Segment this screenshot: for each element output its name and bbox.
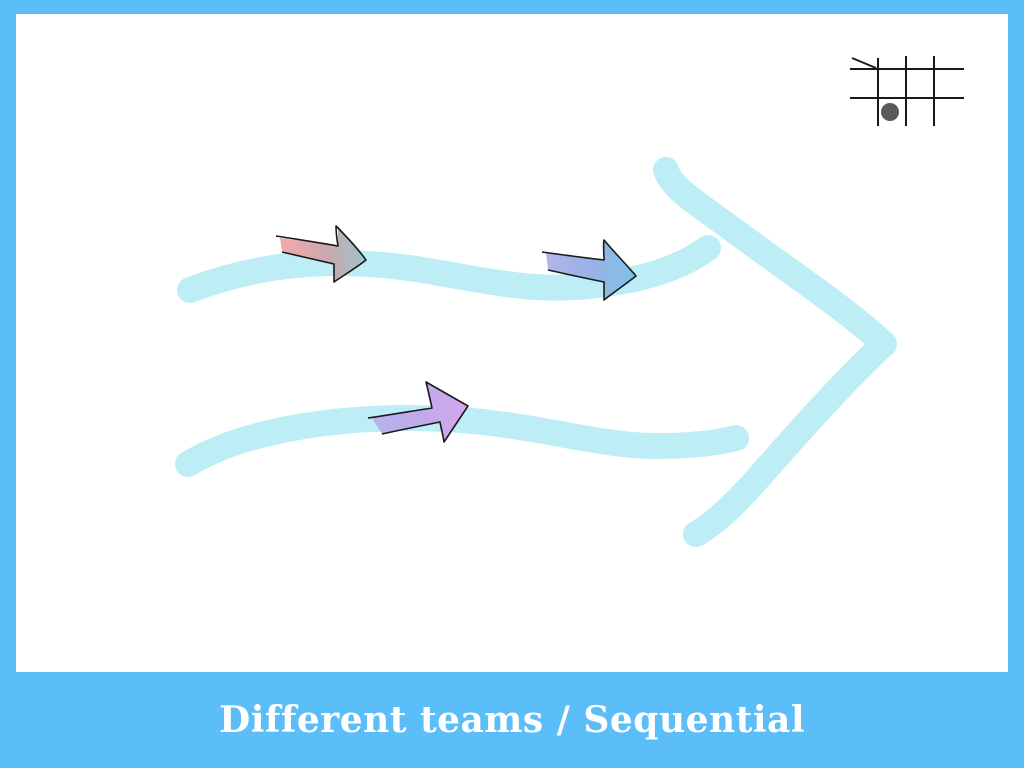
big-chevron-arrow-icon [653, 157, 897, 547]
team-arrow-icon-red [275, 225, 367, 283]
team-arrow-icon-blue [541, 239, 637, 301]
upper-flow-stream [177, 235, 721, 303]
flow-diagram [175, 56, 964, 547]
diagram-canvas [16, 14, 1008, 672]
slide-caption: Different teams / Sequential [218, 699, 806, 741]
lower-flow-stream [175, 405, 749, 477]
team-arrow-icon-purple [367, 381, 469, 443]
grid-marker-icon [850, 56, 964, 126]
